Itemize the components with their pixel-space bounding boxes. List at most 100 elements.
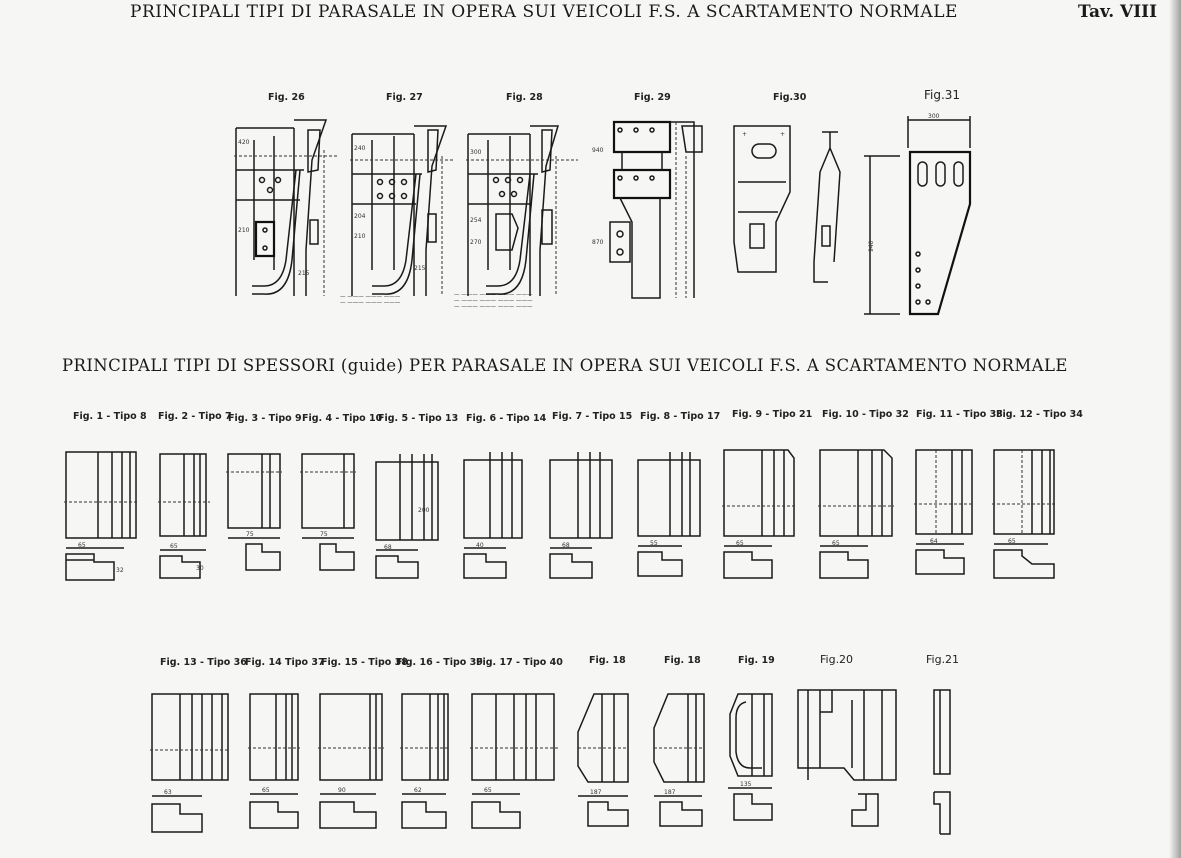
guide-fig-17-drawing: 65 xyxy=(470,692,560,832)
guide-fig-6-label: Fig. 6 - Tipo 14 xyxy=(466,413,547,424)
svg-text:30: 30 xyxy=(196,565,204,572)
guide-fig-18b-label: Fig. 18 xyxy=(664,655,701,666)
fig-27-note: — ——— ——— ———— ——— ——— ——— xyxy=(340,294,401,306)
guide-fig-16-drawing: 62 xyxy=(400,692,454,832)
guide-fig-8-label: Fig. 8 - Tipo 17 xyxy=(640,411,721,422)
guide-fig-19-drawing: 135 xyxy=(722,692,776,824)
guide-fig-10-drawing: 65 xyxy=(818,448,896,580)
svg-text:187: 187 xyxy=(590,789,602,796)
plate-title: PRINCIPALI TIPI DI PARASALE IN OPERA SUI… xyxy=(130,2,958,22)
guide-fig-1-label: Fig. 1 - Tipo 8 xyxy=(73,411,147,422)
guide-fig-12-drawing: 65 xyxy=(992,448,1058,582)
svg-text:40: 40 xyxy=(476,542,484,549)
guide-fig-4-drawing: 75 xyxy=(300,452,358,574)
guide-fig-7-label: Fig. 7 - Tipo 15 xyxy=(552,411,633,422)
guide-fig-20-label: Fig.20 xyxy=(820,653,854,666)
svg-text:75: 75 xyxy=(246,531,254,538)
svg-text:65: 65 xyxy=(1008,538,1016,545)
svg-text:+: + xyxy=(780,131,785,138)
svg-text:300: 300 xyxy=(928,113,940,120)
svg-text:62: 62 xyxy=(414,787,422,794)
svg-text:270: 270 xyxy=(470,239,482,246)
fig-28-label: Fig. 28 xyxy=(506,92,543,103)
svg-text:65: 65 xyxy=(170,543,178,550)
guide-fig-9-label: Fig. 9 - Tipo 21 xyxy=(732,409,813,420)
svg-text:215: 215 xyxy=(414,265,426,272)
guides-section-title: PRINCIPALI TIPI DI SPESSORI (guide) PER … xyxy=(62,356,1068,375)
svg-text:65: 65 xyxy=(484,787,492,794)
svg-text:940: 940 xyxy=(592,147,604,154)
svg-text:+: + xyxy=(742,131,747,138)
svg-text:65: 65 xyxy=(736,540,744,547)
guide-fig-13-drawing: 63 xyxy=(150,692,234,836)
fig-30-drawing: ++ xyxy=(730,122,850,292)
svg-text:200: 200 xyxy=(418,507,430,514)
svg-text:64: 64 xyxy=(930,538,938,545)
svg-text:32: 32 xyxy=(116,567,124,574)
guide-fig-2-label: Fig. 2 - Tipo 7 xyxy=(158,411,232,422)
guide-fig-3-drawing: 75 xyxy=(226,452,284,574)
fig-31-label: Fig.31 xyxy=(924,88,961,102)
guide-fig-10-label: Fig. 10 - Tipo 32 xyxy=(822,409,909,420)
guide-fig-15-label: Fig. 15 - Tipo 38 xyxy=(321,657,408,668)
guide-fig-2-drawing: 65 30 xyxy=(158,452,212,580)
guide-fig-11-label: Fig. 11 - Tipo 33 xyxy=(916,409,1003,420)
page-edge-shadow xyxy=(1169,0,1181,858)
guide-fig-7-drawing: 68 xyxy=(548,450,616,580)
svg-text:204: 204 xyxy=(354,213,366,220)
svg-text:63: 63 xyxy=(164,789,172,796)
svg-text:55: 55 xyxy=(650,540,658,547)
guide-fig-9-drawing: 65 xyxy=(722,448,798,580)
guide-fig-14-drawing: 65 xyxy=(248,692,304,832)
guide-fig-5-label: Fig. 5 - Tipo 13 xyxy=(378,413,459,424)
fig-28-drawing: 300 254 270 xyxy=(466,110,586,300)
guide-fig-14-label: Fig. 14 Tipo 37 xyxy=(245,657,325,668)
guide-fig-20-drawing xyxy=(796,688,902,828)
guide-fig-13-label: Fig. 13 - Tipo 36 xyxy=(160,657,247,668)
svg-text:187: 187 xyxy=(664,789,676,796)
svg-text:68: 68 xyxy=(384,544,392,551)
guide-fig-8-drawing: 55 xyxy=(636,450,704,580)
svg-text:65: 65 xyxy=(78,542,86,549)
svg-text:940: 940 xyxy=(868,240,875,252)
svg-text:210: 210 xyxy=(354,233,366,240)
guide-fig-6-drawing: 40 xyxy=(462,450,526,580)
guide-fig-1-drawing: 65 32 xyxy=(64,450,140,582)
svg-text:75: 75 xyxy=(320,531,328,538)
plate-number: Tav. VIII xyxy=(1078,2,1158,22)
guide-fig-16-label: Fig. 16 - Tipo 39 xyxy=(396,657,483,668)
guide-fig-18b-drawing: 187 xyxy=(648,692,708,830)
svg-text:300: 300 xyxy=(470,149,482,156)
guide-fig-5-drawing: 68 200 xyxy=(374,452,442,580)
guide-fig-21-drawing xyxy=(930,688,960,838)
svg-text:68: 68 xyxy=(562,542,570,549)
svg-text:65: 65 xyxy=(262,787,270,794)
fig-26-label: Fig. 26 xyxy=(268,92,305,103)
fig-29-label: Fig. 29 xyxy=(634,92,671,103)
guide-fig-11-drawing: 64 xyxy=(914,448,976,578)
guide-fig-21-label: Fig.21 xyxy=(926,653,960,666)
svg-text:135: 135 xyxy=(740,781,752,788)
fig-30-label: Fig.30 xyxy=(773,92,807,103)
fig-27-label: Fig. 27 xyxy=(386,92,423,103)
guide-fig-18a-drawing: 187 xyxy=(574,692,632,830)
guide-fig-19-label: Fig. 19 xyxy=(738,655,775,666)
svg-text:65: 65 xyxy=(832,540,840,547)
guide-fig-12-label: Fig. 12 - Tipo 34 xyxy=(996,409,1083,420)
guide-fig-17-label: Fig. 17 - Tipo 40 xyxy=(476,657,563,668)
fig-28-note: — ——— ——— ——— ———— ——— ——— ——— ———— ——— … xyxy=(454,292,533,310)
guide-fig-4-label: Fig. 4 - Tipo 10 xyxy=(302,413,383,424)
svg-text:90: 90 xyxy=(338,787,346,794)
fig-31-drawing: 300 940 xyxy=(860,113,980,323)
guide-fig-3-label: Fig. 3 - Tipo 9 xyxy=(228,413,302,424)
svg-text:215: 215 xyxy=(298,270,310,277)
svg-text:420: 420 xyxy=(238,139,250,146)
fig-26-drawing: 420 210 215 xyxy=(234,110,344,300)
fig-29-drawing: 940 870 xyxy=(592,112,710,302)
svg-text:210: 210 xyxy=(238,227,250,234)
guide-fig-15-drawing: 90 xyxy=(318,692,386,832)
svg-text:254: 254 xyxy=(470,217,482,224)
svg-text:870: 870 xyxy=(592,239,604,246)
